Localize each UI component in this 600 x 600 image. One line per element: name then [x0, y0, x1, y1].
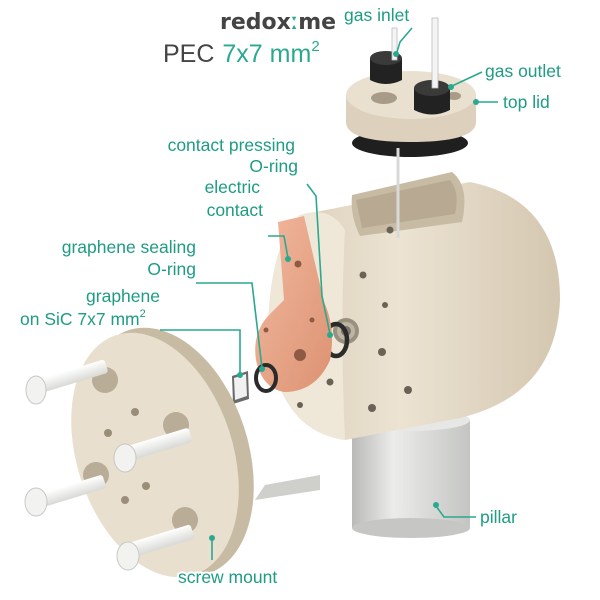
- label-graphene-sic-line1: graphene: [86, 286, 160, 306]
- label-graphene-sealing-line1: graphene sealing: [62, 237, 196, 257]
- screw-3: [24, 475, 106, 517]
- label-gas-outlet: gas outlet: [485, 61, 561, 81]
- label-electric-contact-line2: contact: [207, 200, 264, 220]
- label-top-lid: top lid: [503, 92, 550, 112]
- graphene-sample: [232, 371, 249, 404]
- screw-1: [25, 359, 108, 405]
- screw-4: [116, 524, 194, 571]
- label-electric-contact-line1: electric: [205, 177, 261, 197]
- graphene-sealing-o-ring: [254, 363, 278, 393]
- leader-lines: [160, 27, 498, 560]
- label-contact-pressing-line1: contact pressing: [168, 135, 295, 155]
- label-graphene-sic-line2: on SiC 7x7 mm2: [20, 308, 146, 329]
- top-lid-part: [346, 17, 476, 238]
- brand-logo: redoxːme: [220, 10, 336, 35]
- label-contact-pressing-line2: O-ring: [249, 156, 298, 176]
- label-graphene-sealing-line2: O-ring: [147, 259, 196, 279]
- electric-contact: [255, 216, 332, 392]
- label-screw-mount: screw mount: [178, 567, 277, 587]
- screw-2: [113, 428, 192, 473]
- label-gas-inlet: gas inlet: [344, 5, 409, 25]
- label-pillar: pillar: [480, 507, 517, 527]
